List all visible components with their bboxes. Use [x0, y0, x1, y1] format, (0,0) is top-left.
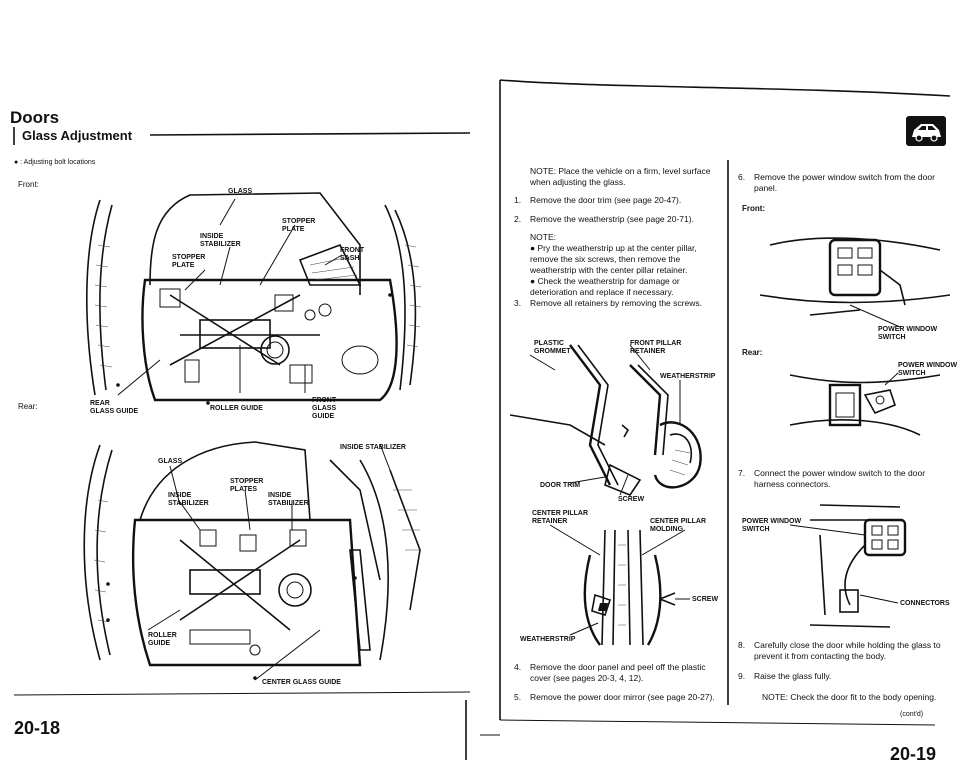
right-page-rules	[480, 79, 951, 736]
step-4-number: 4.	[514, 662, 522, 672]
note-bullet-text: Check the weatherstrip for damage or det…	[530, 276, 680, 297]
subtitle-rule	[13, 127, 471, 760]
callout-rear-stopper-plates: STOPPER PLATES	[230, 478, 264, 493]
callout-connectors: CONNECTORS	[900, 600, 950, 607]
front-label-right: Front:	[742, 204, 766, 213]
step-6-text: Remove the power window switch from the …	[754, 172, 935, 193]
callout-plastic-grommet: PLASTIC GROMMET	[534, 340, 571, 355]
legend-text: ● : Adjusting bolt locations	[14, 159, 96, 166]
callout-door-trim: DOOR TRIM	[540, 482, 581, 489]
callout-rear-inside-stabilizer-top: INSIDE STABILIZER	[340, 444, 406, 451]
callout-rear-inside-stabilizer-left: INSIDE STABILIZER	[168, 492, 209, 507]
step-8-text: Carefully close the door while holding t…	[754, 640, 941, 661]
connectors-diagram	[789, 504, 907, 628]
step-2-note-bullet-2: ● Check the weatherstrip for damage or d…	[530, 276, 720, 298]
callout-rear-roller-guide: ROLLER GUIDE	[148, 632, 177, 647]
callout-front-stopper-plate-left: STOPPER PLATE	[172, 254, 206, 269]
callout-front-inside-stabilizer: INSIDE STABILIZER	[200, 233, 241, 248]
front-label: Front:	[18, 180, 39, 189]
callout-screw-1: SCREW	[618, 496, 645, 503]
step-2-number: 2.	[514, 214, 522, 224]
callout-power-window-switch-rear: POWER WINDOW SWITCH	[898, 362, 958, 377]
callout-center-pillar-retainer: CENTER PILLAR RETAINER	[532, 510, 588, 525]
bullet-dot-icon: ●	[530, 276, 538, 286]
callout-weatherstrip-2: WEATHERSTRIP	[520, 636, 576, 643]
rear-power-window-switch-diagram	[789, 372, 941, 436]
left-page: Doors Glass Adjustment ● : Adjusting bol…	[10, 108, 471, 760]
step-2-note-label: NOTE:	[530, 232, 556, 242]
center-pillar-diagram	[549, 524, 690, 646]
right-page: NOTE: Place the vehicle on a firm, level…	[480, 0, 960, 770]
rear-label-right: Rear:	[742, 348, 763, 357]
step-3-number: 3.	[514, 298, 522, 308]
callout-screw-2: SCREW	[692, 596, 719, 603]
callout-power-window-switch-connector: POWER WINDOW SWITCH	[742, 518, 802, 533]
callout-weatherstrip: WEATHERSTRIP	[660, 373, 716, 380]
step-1-number: 1.	[514, 195, 522, 205]
step-7-number: 7.	[738, 468, 746, 478]
note-bullet-text: Pry the weatherstrip up at the center pi…	[530, 243, 697, 275]
bullet-dot-icon: ●	[530, 243, 538, 253]
step-9-text: Raise the glass fully.	[754, 671, 832, 681]
step-7-text: Connect the power window switch to the d…	[754, 468, 926, 489]
right-page-number: 20-19	[890, 744, 937, 764]
rear-label: Rear:	[18, 402, 38, 411]
callout-front-sash: FRONT SASH	[340, 247, 365, 262]
step-3-text: Remove all retainers by removing the scr…	[530, 298, 702, 308]
step-8-number: 8.	[738, 640, 746, 650]
callout-rear-center-glass-guide: CENTER GLASS GUIDE	[262, 679, 341, 686]
front-door-diagram	[86, 192, 422, 405]
callout-front-roller-guide: ROLLER GUIDE	[210, 405, 263, 412]
step-5-number: 5.	[514, 692, 522, 702]
continued-label: (cont'd)	[900, 711, 924, 718]
callout-front-rear-glass-guide: REAR GLASS GUIDE	[90, 400, 139, 415]
front-pillar-retainer-diagram	[510, 344, 702, 496]
callout-front-pillar-retainer: FRONT PILLAR RETAINER	[630, 340, 682, 355]
step-9-number: 9.	[738, 671, 746, 681]
callout-rear-glass: GLASS	[158, 458, 183, 465]
callout-power-window-switch-front: POWER WINDOW SWITCH	[878, 326, 938, 341]
step-5-text: Remove the power door mirror (see page 2…	[530, 692, 715, 702]
callout-front-glass: GLASS	[228, 188, 253, 195]
callout-front-glass-guide: FRONT GLASS GUIDE	[312, 397, 337, 420]
page-title: Doors	[10, 108, 60, 127]
callout-center-pillar-molding: CENTER PILLAR MOLDING	[650, 518, 706, 533]
section-subtitle: Glass Adjustment	[22, 128, 133, 143]
step-2-note-bullet-1: ● Pry the weatherstrip up at the center …	[530, 243, 720, 276]
step-2-text: Remove the weatherstrip (see page 20-71)…	[530, 214, 694, 224]
callout-rear-inside-stabilizer-right: INSIDE STABILIZER	[268, 492, 309, 507]
note-intro: NOTE: Place the vehicle on a firm, level…	[530, 166, 711, 187]
step-1-text: Remove the door trim (see page 20-47).	[530, 195, 682, 205]
step-9-note: NOTE: Check the door fit to the body ope…	[762, 692, 937, 702]
front-power-window-switch-diagram	[759, 237, 950, 328]
rear-door-diagram	[83, 441, 421, 681]
car-body-icon	[906, 116, 946, 146]
step-4-text: Remove the door panel and peel off the p…	[530, 662, 706, 683]
left-page-number: 20-18	[14, 718, 61, 738]
callout-front-stopper-plate-top: STOPPER PLATE	[282, 218, 316, 233]
step-6-number: 6.	[738, 172, 746, 182]
